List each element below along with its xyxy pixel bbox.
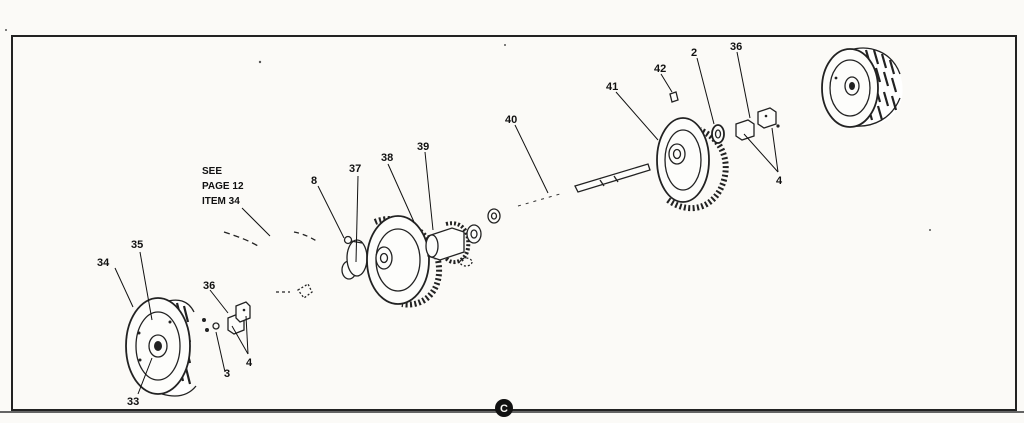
callout-8: 8 [311,175,317,187]
right-sprocket [656,91,729,212]
callout-36-left: 36 [203,280,215,292]
callout-3: 3 [224,368,230,380]
note-line-3: ITEM 34 [202,196,240,207]
shaft-parts [425,208,501,267]
scan-specks [5,29,931,231]
callout-37: 37 [349,163,361,175]
small-pin-parts [223,231,319,299]
see-reference-note: SEE PAGE 12 ITEM 34 [202,166,244,207]
callout-4-right: 4 [776,175,783,187]
note-line-1: SEE [202,166,222,177]
callout-41: 41 [606,81,618,93]
callout-33: 33 [127,396,139,408]
right-wheel [821,47,903,128]
page-marker: C [495,399,513,417]
diagram-frame [11,35,1017,411]
leader-lines [114,51,779,395]
callout-39: 39 [417,141,429,153]
callout-35: 35 [131,239,143,251]
note-line-2: PAGE 12 [202,181,244,192]
callout-4-left: 4 [246,357,253,369]
callout-numbers: 34 35 33 36 3 4 8 37 38 39 40 41 42 2 36… [97,41,783,408]
left-hub-parts [202,301,251,335]
callout-34: 34 [97,257,110,269]
center-gear [341,215,443,308]
callout-38: 38 [381,152,393,164]
callout-40: 40 [505,114,517,126]
callout-42: 42 [654,63,666,75]
left-wheel [125,297,197,397]
axle-shaft [517,163,651,207]
page-marker-letter: C [500,403,508,415]
callout-36-right: 36 [730,41,742,53]
right-hub-parts [735,107,780,141]
callout-2: 2 [691,47,697,59]
